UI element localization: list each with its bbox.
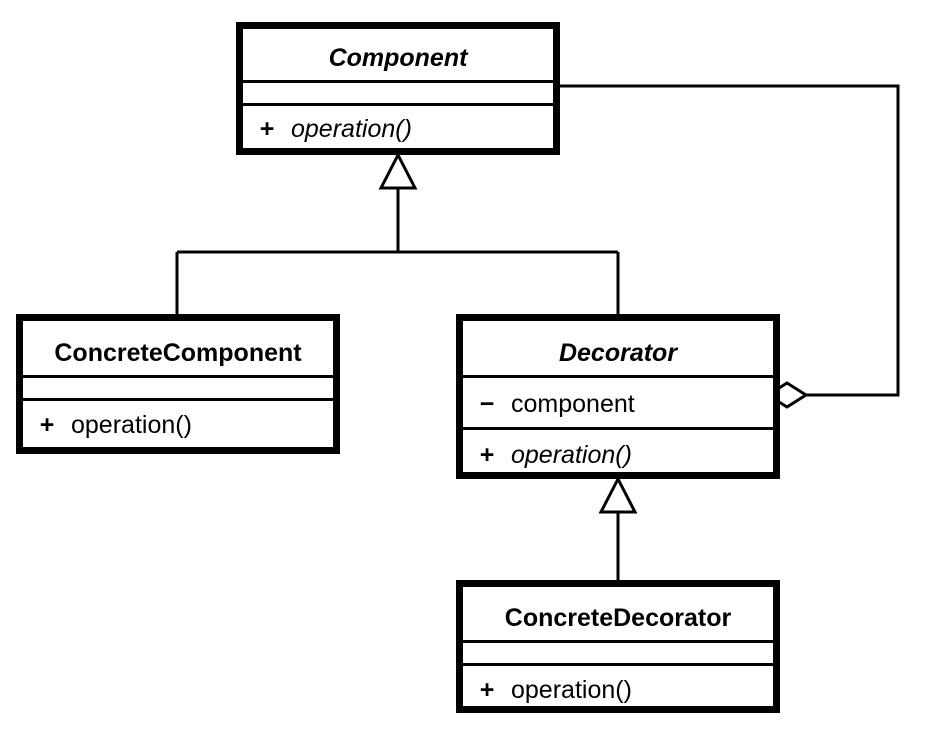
class-box-concrete-decorator[interactable]: ConcreteDecorator + operation() xyxy=(456,580,780,713)
relationship-concrete-decorator-inherits-decorator xyxy=(598,475,638,580)
hollow-triangle-icon-component xyxy=(378,151,418,190)
operation-visibility-decorator-0: + xyxy=(480,441,495,469)
class-box-outline-concrete-decorator xyxy=(456,580,780,713)
operation-visibility-concrete-component-0: + xyxy=(40,411,55,439)
class-box-outline-component xyxy=(236,22,560,155)
class-box-component[interactable]: Component + operation() xyxy=(236,22,560,155)
operation-name-concrete-component-0: operation() xyxy=(71,411,192,439)
operation-name-component-0: operation() xyxy=(291,115,412,143)
operation-name-decorator-0: operation() xyxy=(511,441,632,469)
operation-visibility-component-0: + xyxy=(260,115,275,143)
aggregation-line xyxy=(560,84,900,397)
class-box-concrete-component[interactable]: ConcreteComponent + operation() xyxy=(16,314,340,454)
class-name-concrete-component: ConcreteComponent xyxy=(54,339,302,367)
relationship-generalization-bus xyxy=(175,151,620,314)
class-box-decorator[interactable]: Decorator − component + operation() xyxy=(456,314,780,479)
operation-name-concrete-decorator-0: operation() xyxy=(511,676,632,704)
class-box-outline-decorator xyxy=(456,314,780,479)
attribute-visibility-decorator-0: − xyxy=(480,390,495,418)
class-name-decorator: Decorator xyxy=(559,339,678,367)
class-name-concrete-decorator: ConcreteDecorator xyxy=(505,604,732,632)
attribute-name-decorator-0: component xyxy=(511,390,635,418)
class-box-outline-concrete-component xyxy=(16,314,340,454)
hollow-triangle-icon-decorator xyxy=(598,475,638,514)
class-name-component: Component xyxy=(329,44,470,72)
operation-visibility-concrete-decorator-0: + xyxy=(480,676,495,704)
